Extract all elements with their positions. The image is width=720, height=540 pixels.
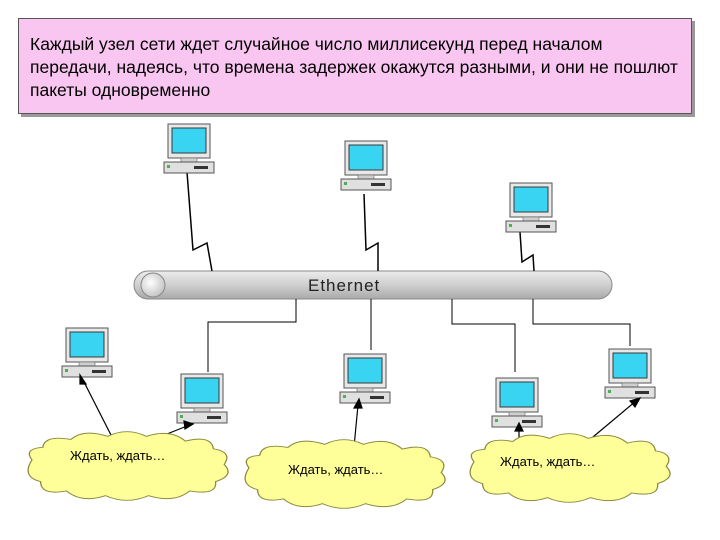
computer-icon — [61, 327, 113, 378]
cable-lower-3 — [451, 299, 516, 372]
arrow-line — [82, 379, 113, 438]
cable-upper-middle — [363, 193, 379, 271]
cloud-label: Ждать, ждать… — [70, 448, 165, 463]
cable-lower-4 — [532, 299, 631, 346]
computer-icon — [163, 123, 215, 174]
caption-box: Каждый узел сети ждет случайное число ми… — [18, 18, 692, 114]
computer-icon — [604, 348, 656, 399]
arrow-line — [586, 400, 637, 443]
ethernet-bus — [133, 270, 613, 300]
arrow-head — [79, 373, 88, 385]
cable-upper-left — [186, 171, 213, 272]
computer-icon — [340, 140, 392, 191]
cloud-label: Ждать, ждать… — [500, 454, 595, 469]
wait-arrows — [79, 373, 642, 448]
lower-cables — [207, 299, 631, 372]
computer-icon — [505, 182, 557, 233]
cable-upper-right — [519, 231, 535, 272]
bus-label: Ethernet — [308, 276, 380, 295]
arrow-line — [353, 404, 359, 448]
cable-lower-1 — [207, 299, 297, 372]
computer-icon — [176, 373, 228, 424]
caption-text: Каждый узел сети ждет случайное число ми… — [30, 34, 678, 100]
arrow-head — [514, 421, 524, 432]
arrow-head — [352, 397, 363, 409]
upper-cables — [186, 171, 535, 272]
arrow-head — [183, 420, 195, 431]
computer-icon — [339, 353, 391, 404]
bus-end-cap — [140, 272, 166, 298]
computer-icon — [491, 377, 543, 428]
cloud-label: Ждать, ждать… — [288, 462, 383, 477]
wait-cloud — [27, 431, 229, 501]
arrow-head — [628, 397, 642, 409]
